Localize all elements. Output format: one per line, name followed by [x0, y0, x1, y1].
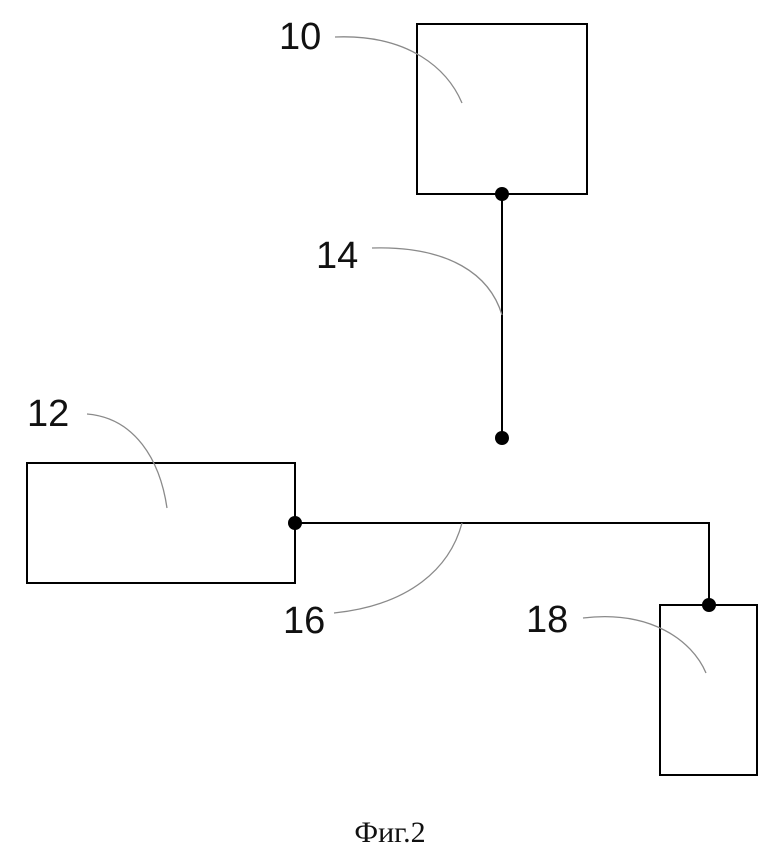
- node-top-14: [495, 187, 509, 201]
- leader-16: [334, 523, 462, 613]
- label-14: 14: [316, 235, 358, 277]
- label-12: 12: [27, 393, 69, 435]
- leader-14: [372, 248, 502, 315]
- label-10: 10: [279, 16, 321, 58]
- block-18: [660, 605, 757, 775]
- node-right-16: [702, 598, 716, 612]
- label-18: 18: [526, 599, 568, 641]
- node-left-16: [288, 516, 302, 530]
- label-16: 16: [283, 600, 325, 642]
- node-bottom-14: [495, 431, 509, 445]
- figure-caption: Фиг.2: [354, 816, 425, 849]
- connector-16: [295, 523, 709, 605]
- block-10: [417, 24, 587, 194]
